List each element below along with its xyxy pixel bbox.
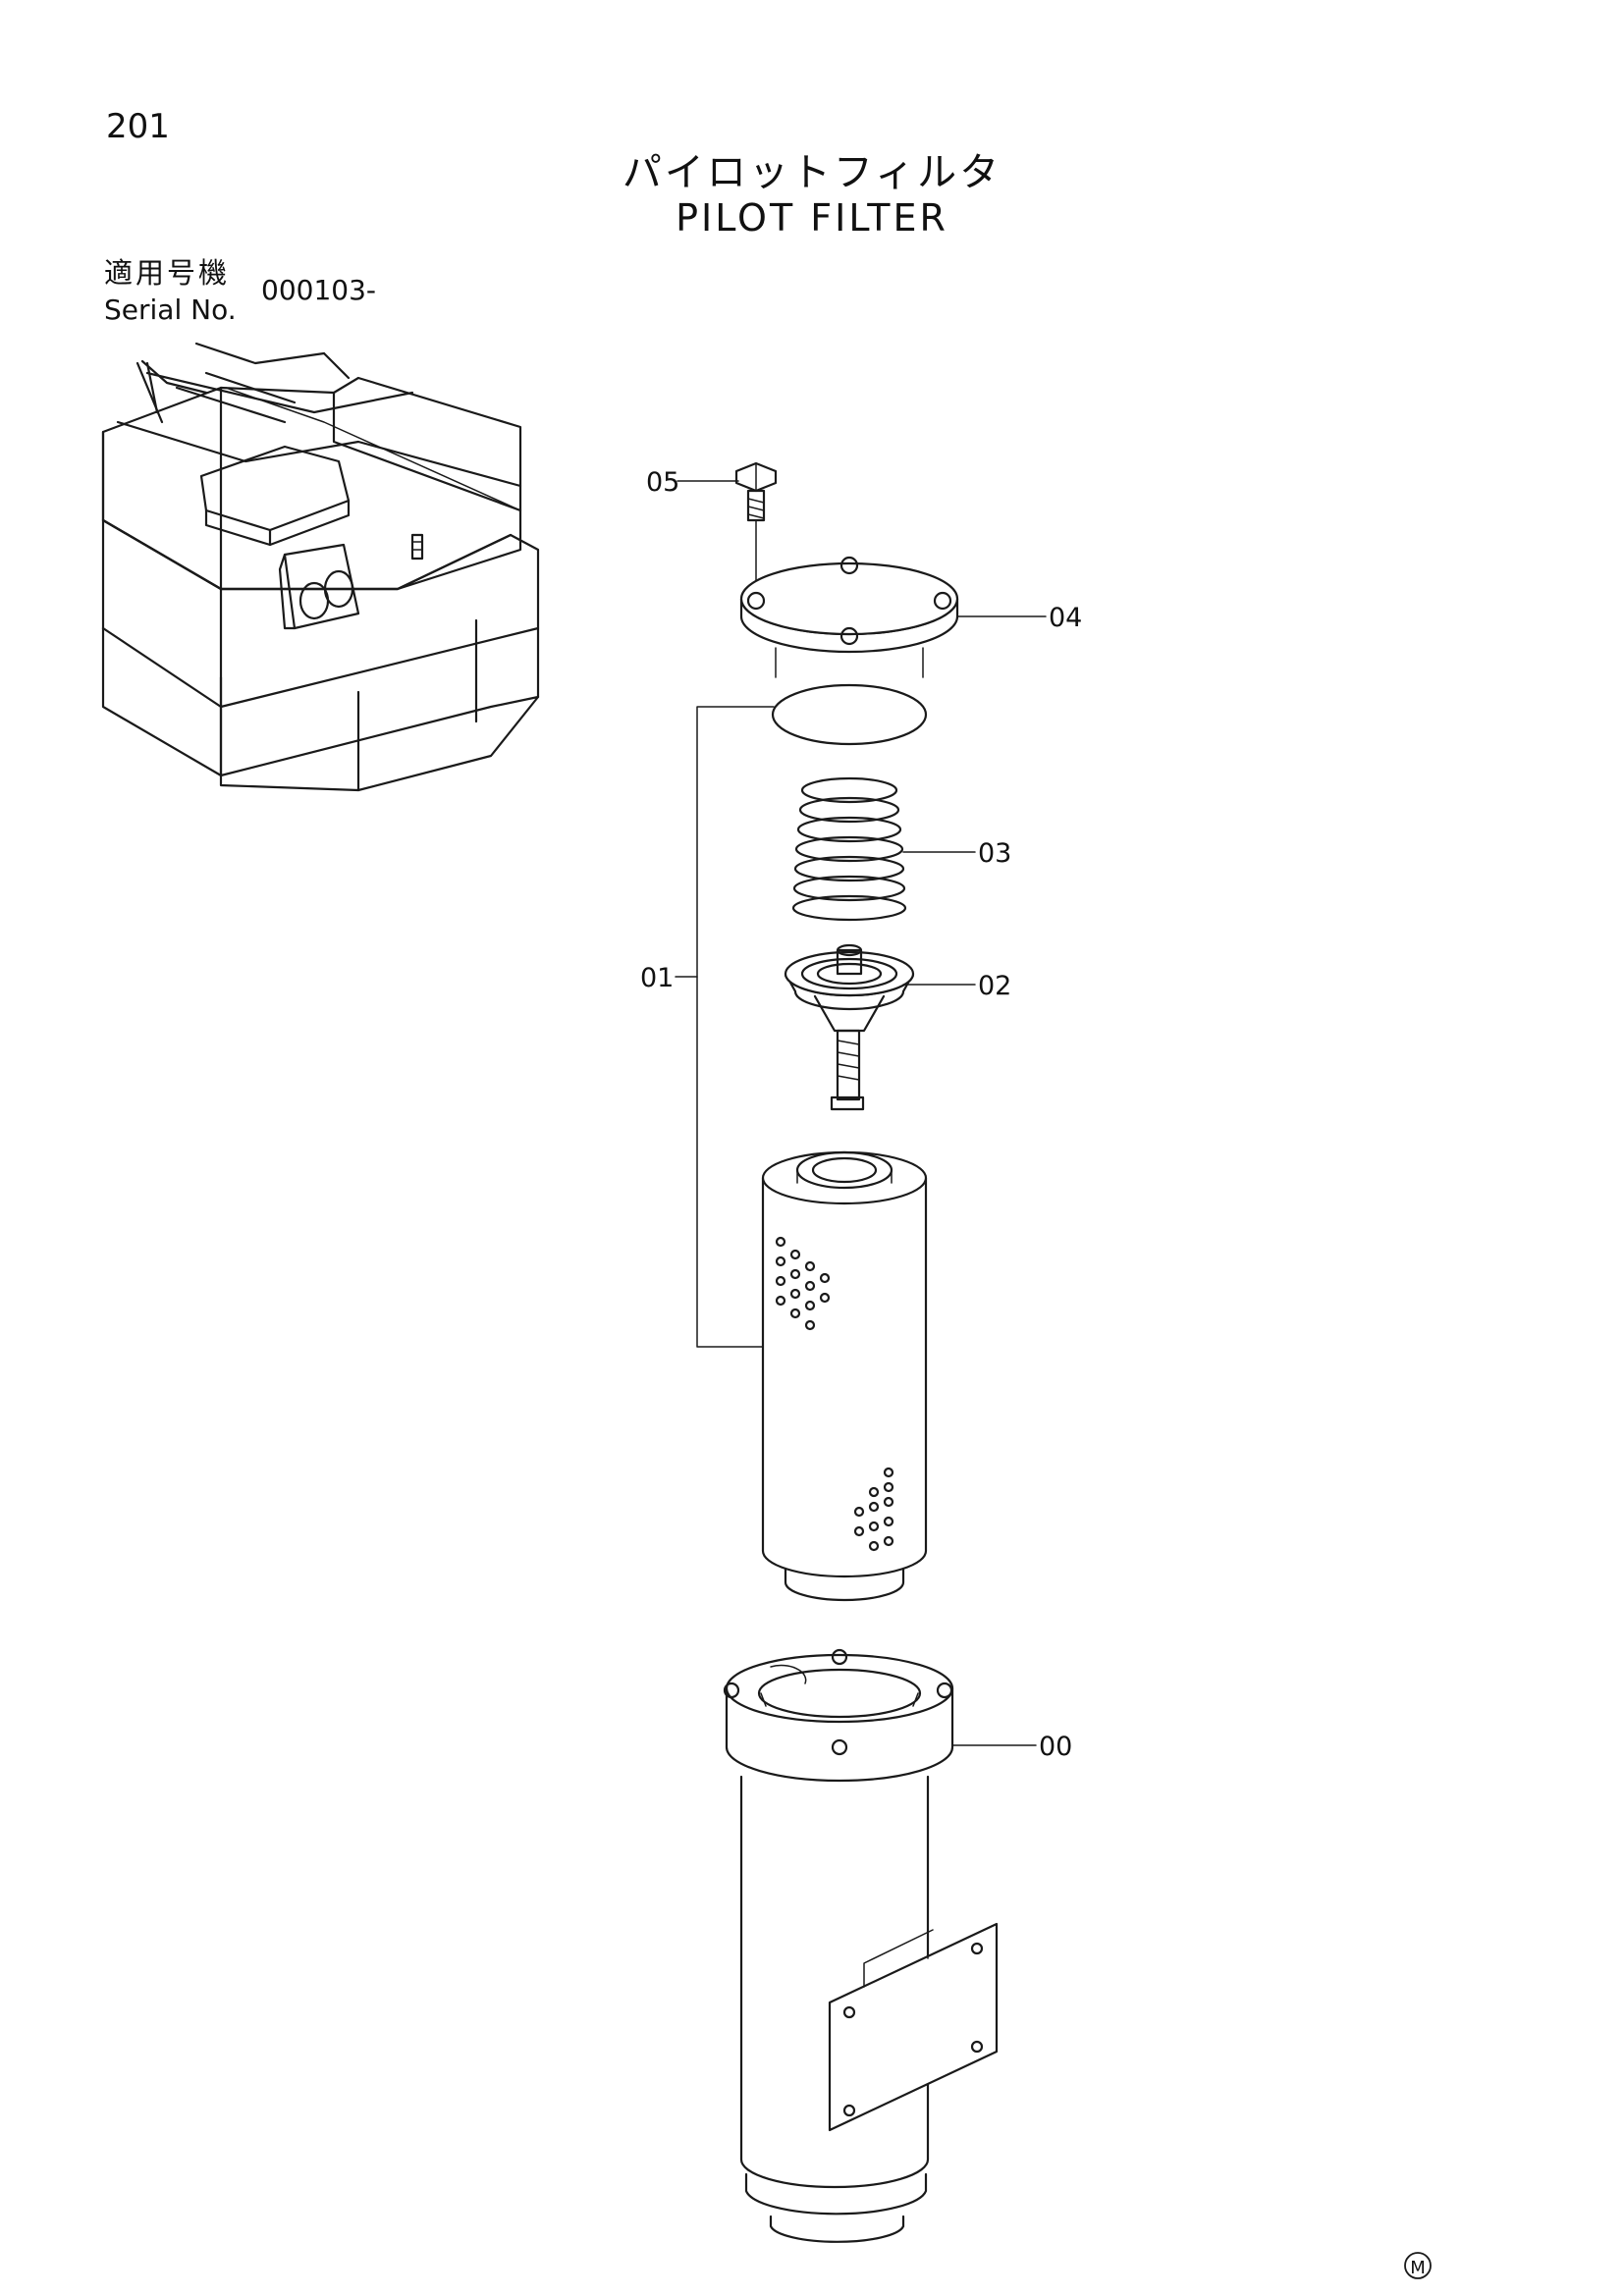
page-number: 201 bbox=[106, 107, 170, 146]
circled-m-mark: M bbox=[1404, 2252, 1432, 2279]
label-part-02: 02 bbox=[978, 971, 1011, 1001]
machine-location-inset bbox=[101, 342, 540, 792]
part-00-filter-case bbox=[723, 1648, 999, 2243]
label-part-04: 04 bbox=[1049, 603, 1082, 633]
serial-number-value: 000103- bbox=[261, 274, 376, 306]
part-labels: 05 04 03 01 02 00 bbox=[640, 467, 1082, 1762]
serial-label-english: Serial No. bbox=[104, 294, 237, 326]
title-japanese: パイロットフィルタ bbox=[622, 150, 1002, 195]
serial-label-japanese: 適用号機 bbox=[104, 256, 231, 290]
part-03-spring bbox=[791, 776, 907, 922]
label-part-05: 05 bbox=[646, 467, 679, 498]
leader-lines bbox=[675, 480, 1047, 1746]
part-01-filter-element bbox=[761, 1150, 928, 1602]
part-04-cover bbox=[739, 556, 959, 678]
part-05-bolt bbox=[734, 461, 778, 600]
part-02-valve bbox=[784, 943, 915, 1111]
title-english: PILOT FILTER bbox=[676, 196, 948, 240]
label-part-01: 01 bbox=[640, 963, 674, 993]
label-part-03: 03 bbox=[978, 838, 1011, 869]
mark-letter: M bbox=[1410, 2258, 1426, 2278]
label-part-00: 00 bbox=[1039, 1732, 1072, 1762]
part-o-ring bbox=[771, 683, 928, 746]
